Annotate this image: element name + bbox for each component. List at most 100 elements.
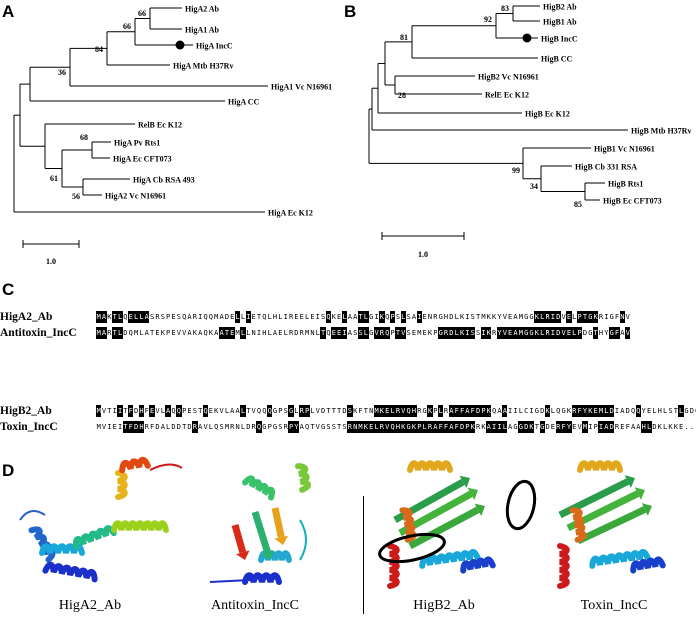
alignment-residue: L	[652, 407, 657, 415]
alignment-residue: D	[609, 405, 615, 417]
alignment-residue: E	[566, 327, 572, 339]
alignment-residue: T	[475, 313, 481, 321]
alignment-residue: D	[176, 423, 181, 431]
alignment-residue: R	[192, 421, 198, 433]
alignment-residue: T	[122, 421, 129, 433]
alignment-residue: Q	[171, 407, 176, 415]
alignment-residue: K	[544, 405, 551, 417]
alignment-residue: A	[347, 313, 352, 321]
helix-ribbon	[419, 548, 481, 569]
coil-loop	[299, 519, 307, 561]
alignment-residue: V	[625, 327, 631, 339]
alignment-residue: L	[678, 405, 684, 417]
alignment-residue: D	[187, 423, 192, 431]
tree-bootstrap-value: 83	[501, 4, 509, 13]
alignment-residue: A	[235, 407, 240, 415]
alignment-residue: D	[459, 421, 465, 433]
alignment-residue: T	[592, 327, 599, 339]
alignment-residue: Q	[123, 313, 128, 321]
helix-segment	[115, 470, 128, 500]
alignment-residue: E	[278, 329, 283, 337]
alignment-residue: H	[138, 405, 145, 417]
alignment-residue: M	[96, 311, 102, 323]
alignment-residue: G	[288, 405, 294, 417]
alignment-residue: K	[400, 421, 406, 433]
alignment-residue: K	[668, 423, 673, 431]
alignment-residue: A	[101, 327, 107, 339]
alignment-residue: Q	[176, 405, 182, 417]
alignment-residue: Q	[389, 421, 396, 433]
tree-bootstrap-value: 81	[400, 33, 408, 42]
alignment-residue: A	[187, 313, 192, 321]
helix-segment	[589, 548, 651, 569]
tree-taxon-label: HigB IncC	[541, 35, 578, 44]
alignment-residue: D	[609, 421, 615, 433]
alignment-residue: F	[454, 405, 460, 417]
helix-segment	[569, 507, 587, 543]
alignment-residue: G	[539, 421, 545, 433]
alignment-residue: D	[133, 407, 139, 415]
alignment-residue: D	[555, 311, 561, 323]
alignment-residue: R	[417, 407, 422, 415]
alignment-residue: F	[128, 421, 134, 433]
alignment-residue: T	[673, 407, 678, 415]
alignment-residue: F	[443, 421, 449, 433]
alignment-residue: L	[550, 407, 555, 415]
beta-strand-arrowhead	[467, 487, 478, 500]
helix-ribbon	[111, 520, 169, 533]
coil-loop	[149, 463, 183, 471]
tree-bootstrap-value: 84	[95, 45, 103, 54]
alignment-residue: R	[379, 421, 385, 433]
alignment-residue: R	[299, 329, 304, 337]
alignment-residue: E	[550, 423, 555, 431]
alignment-residue: D	[321, 407, 326, 415]
tree-taxon-label: HigB Rts1	[608, 180, 643, 189]
alignment-residue: E	[251, 313, 256, 321]
scale-bar-label: 1.0	[418, 250, 428, 259]
incc-marker-dot	[175, 40, 185, 50]
helix-ribbon	[119, 456, 151, 474]
alignment-residue: H	[411, 405, 417, 417]
alignment-residue: A	[165, 405, 171, 417]
alignment-residue: T	[582, 311, 588, 323]
alignment-residue: A	[144, 311, 150, 323]
alignment-residue: E	[294, 313, 299, 321]
alignment-residue: T	[326, 407, 331, 415]
alignment-residue: E	[229, 327, 235, 339]
alignment-residue: L	[363, 311, 369, 323]
alignment-residue: S	[406, 329, 411, 337]
alignment-residue: F	[358, 407, 363, 415]
tree-bootstrap-value: 68	[80, 133, 88, 142]
alignment-residue: Y	[497, 313, 502, 321]
alignment-residue: T	[337, 423, 342, 431]
alignment-residue: L	[224, 407, 230, 415]
alignment-residue: F	[438, 421, 444, 433]
alignment-residue: L	[294, 407, 299, 415]
beta-strand	[408, 506, 480, 550]
alignment-residue: T	[224, 327, 230, 339]
alignment-residue: G	[438, 313, 443, 321]
alignment-residue: V	[400, 405, 406, 417]
alignment-residue: D	[540, 407, 545, 415]
alignment-residue: I	[198, 313, 203, 321]
alignment-residue: G	[262, 423, 267, 431]
alignment-residue: R	[288, 329, 294, 337]
alignment-residue: S	[475, 329, 481, 337]
alignment-residue: L	[502, 421, 508, 433]
alignment-residue: D	[155, 423, 160, 431]
alignment-residue: Q	[214, 423, 219, 431]
tree-taxon-label: HigB Mtb H37Rv	[631, 127, 691, 136]
alignment-residue: K	[470, 421, 476, 433]
alignment-residue: A	[502, 405, 508, 417]
alignment-residue: K	[486, 327, 492, 339]
helix-ribbon	[42, 561, 98, 583]
alignment-residue: F	[576, 405, 583, 417]
panel-label-a: A	[2, 2, 15, 21]
alignment-residue: K	[528, 421, 535, 433]
alignment-residue: I	[550, 327, 556, 339]
alignment-residue: L	[438, 405, 444, 417]
helix-ribbon	[589, 548, 651, 569]
tree-taxon-label: HigA2 Vc N16961	[105, 192, 166, 201]
alignment-residue: I	[465, 313, 470, 321]
